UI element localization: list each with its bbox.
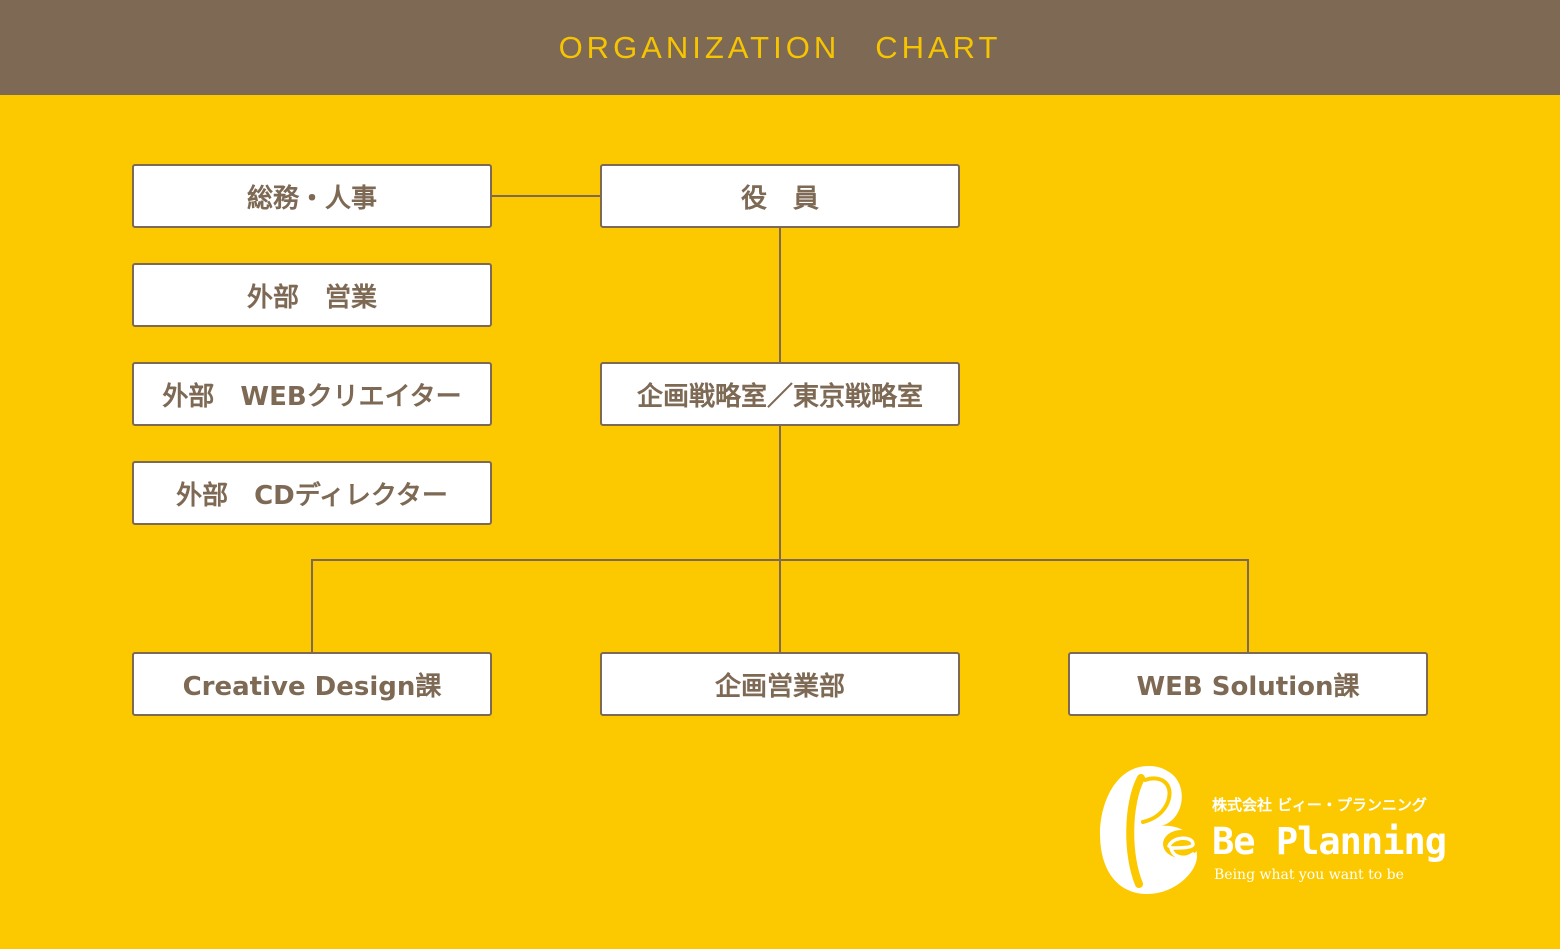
node-general-affairs-hr: 総務・人事 xyxy=(132,164,492,228)
node-external-cd-director: 外部 CDディレクター xyxy=(132,461,492,525)
logo-tagline: Being what you want to be xyxy=(1214,867,1404,883)
header-bar: ORGANIZATION CHART xyxy=(0,0,1560,95)
node-external-sales: 外部 営業 xyxy=(132,263,492,327)
logo-brand-name: Be Planning xyxy=(1212,820,1447,863)
node-planning-sales: 企画営業部 xyxy=(600,652,960,716)
page-title: ORGANIZATION CHART xyxy=(558,30,1002,65)
node-creative-design: Creative Design課 xyxy=(132,652,492,716)
node-strategy-office: 企画戦略室／東京戦略室 xyxy=(600,362,960,426)
be-logo-mark-icon xyxy=(1100,766,1199,894)
company-logo: 株式会社 ビィー・プランニング Be Planning Being what y… xyxy=(1097,764,1447,899)
node-executives: 役 員 xyxy=(600,164,960,228)
node-external-web-creator: 外部 WEBクリエイター xyxy=(132,362,492,426)
logo-company-name: 株式会社 ビィー・プランニング xyxy=(1212,796,1427,814)
node-web-solution: WEB Solution課 xyxy=(1068,652,1428,716)
